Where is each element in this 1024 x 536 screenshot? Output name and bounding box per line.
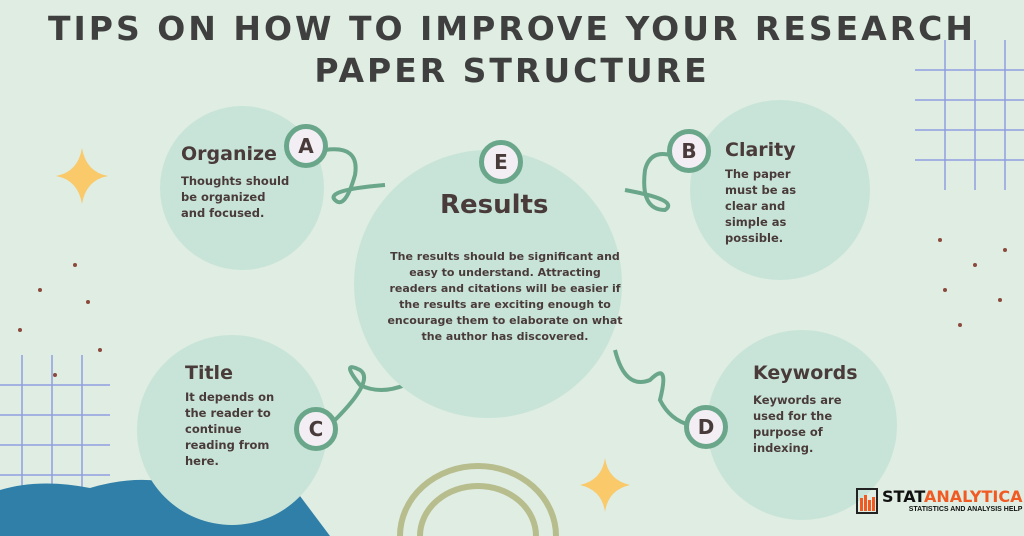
arcs <box>397 463 559 536</box>
star-icon <box>580 458 630 512</box>
statanalytica-logo: STATANALYTICA STATISTICS AND ANALYSIS HE… <box>856 488 1022 514</box>
tip-heading: Clarity <box>725 139 796 161</box>
star-icon <box>56 148 108 204</box>
badge-d: D <box>684 405 728 449</box>
badge-b: B <box>667 129 711 173</box>
tip-text: Keywords are used for the purpose of ind… <box>753 393 842 455</box>
connectors <box>324 147 691 427</box>
tip-heading: Results <box>440 190 549 220</box>
tip-heading: Keywords <box>753 362 858 384</box>
badge-a: A <box>284 124 328 168</box>
tip-text: The results should be significant and ea… <box>387 250 623 343</box>
tip-heading: Organize <box>181 143 277 165</box>
tip-text: The paper must be as clear and simple as… <box>725 167 797 245</box>
tip-text: It depends on the reader to continue rea… <box>185 390 275 468</box>
tip-heading: Title <box>185 362 233 384</box>
badge-e: E <box>479 140 523 184</box>
bar-chart-icon <box>856 488 878 514</box>
title-line-2: PAPER STRUCTURE <box>314 51 710 90</box>
circle-results <box>354 150 622 418</box>
grid-bottom-left <box>0 355 110 500</box>
tip-text: Thoughts should be organized and focused… <box>181 174 290 220</box>
speckles <box>18 238 1007 377</box>
title-line-1: TIPS ON HOW TO IMPROVE YOUR RESEARCH <box>48 9 976 48</box>
logo-text-accent: ANALYTICA <box>924 487 1023 506</box>
badge-c: C <box>294 407 338 451</box>
grid-top-right <box>915 40 1024 190</box>
circle-clarity <box>690 100 870 280</box>
logo-text-dark: STAT <box>882 487 925 506</box>
logo-tagline: STATISTICS AND ANALYSIS HELP <box>908 506 1023 513</box>
